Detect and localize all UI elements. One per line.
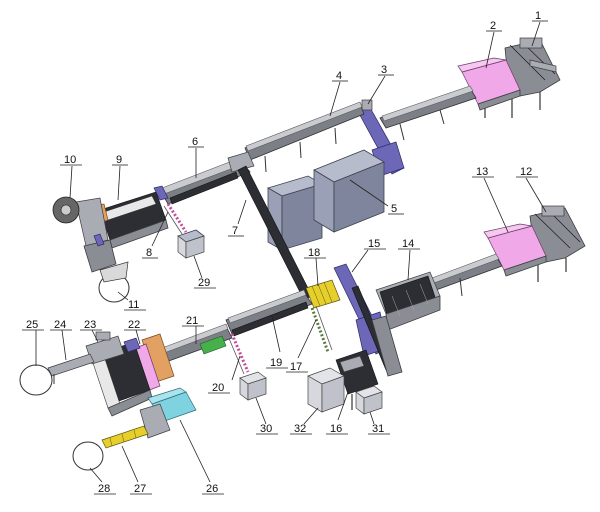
feeder-unit-top bbox=[484, 37, 561, 118]
callout-25: 25 bbox=[26, 319, 38, 331]
callout-27: 27 bbox=[134, 483, 146, 495]
yellow-tray-18 bbox=[305, 279, 341, 309]
feeder-unit-lower bbox=[529, 205, 586, 282]
callout-16: 16 bbox=[330, 423, 342, 435]
callout-13: 13 bbox=[476, 166, 488, 178]
callout-14: 14 bbox=[402, 238, 414, 250]
callout-20: 20 bbox=[212, 382, 224, 394]
callout-12: 12 bbox=[520, 166, 532, 178]
callout-23: 23 bbox=[84, 319, 96, 331]
callout-32: 32 bbox=[294, 423, 306, 435]
callout-9: 9 bbox=[116, 154, 122, 166]
callout-11: 11 bbox=[128, 299, 139, 311]
collection-bin-32 bbox=[307, 367, 345, 413]
callout-18: 18 bbox=[308, 247, 320, 259]
callout-labels: 1 2 3 4 5 6 7 8 9 10 11 12 13 14 15 16 1… bbox=[22, 10, 548, 495]
callout-29: 29 bbox=[198, 277, 210, 289]
callout-21: 21 bbox=[186, 315, 198, 327]
callout-7: 7 bbox=[232, 225, 238, 237]
callout-28: 28 bbox=[98, 483, 110, 495]
hopper-lower bbox=[483, 223, 547, 277]
callout-4: 4 bbox=[336, 70, 342, 82]
spiral-chute-17 bbox=[310, 305, 333, 353]
callout-31: 31 bbox=[372, 423, 384, 435]
callout-1: 1 bbox=[535, 10, 541, 22]
callout-24: 24 bbox=[54, 319, 66, 331]
callout-19: 19 bbox=[270, 357, 282, 369]
callout-30: 30 bbox=[260, 423, 272, 435]
film-roll-25 bbox=[19, 364, 53, 396]
film-feed-24 bbox=[47, 353, 95, 384]
callout-22: 22 bbox=[128, 319, 140, 331]
callout-15: 15 bbox=[368, 238, 380, 250]
vertical-supports-lower bbox=[351, 285, 403, 377]
callout-2: 2 bbox=[490, 20, 496, 32]
storage-tanks-5 bbox=[266, 149, 385, 251]
callout-17: 17 bbox=[290, 361, 302, 373]
conveyor-6 bbox=[159, 151, 255, 205]
film-roll-28 bbox=[72, 441, 104, 471]
incline-conveyor-lower bbox=[429, 253, 503, 297]
collection-bin-31 bbox=[355, 385, 383, 415]
spiral-chute-8 bbox=[163, 203, 188, 235]
incline-conveyor-top bbox=[379, 85, 477, 141]
spiral-chute-20 bbox=[227, 333, 250, 375]
callout-26: 26 bbox=[206, 483, 218, 495]
callout-leaders bbox=[35, 21, 547, 483]
conveyor-27 bbox=[101, 425, 149, 449]
collection-bin-30 bbox=[239, 371, 267, 401]
collection-bin-29 bbox=[177, 229, 205, 259]
conveyor-19 bbox=[225, 289, 313, 337]
callout-6: 6 bbox=[192, 136, 198, 148]
callout-3: 3 bbox=[381, 64, 387, 76]
labeling-unit-26 bbox=[139, 387, 197, 439]
unwind-unit-10 bbox=[52, 196, 117, 273]
callout-8: 8 bbox=[146, 247, 152, 259]
callout-10: 10 bbox=[64, 154, 76, 166]
callout-5: 5 bbox=[391, 203, 397, 215]
sorting-unit-16 bbox=[335, 349, 379, 410]
